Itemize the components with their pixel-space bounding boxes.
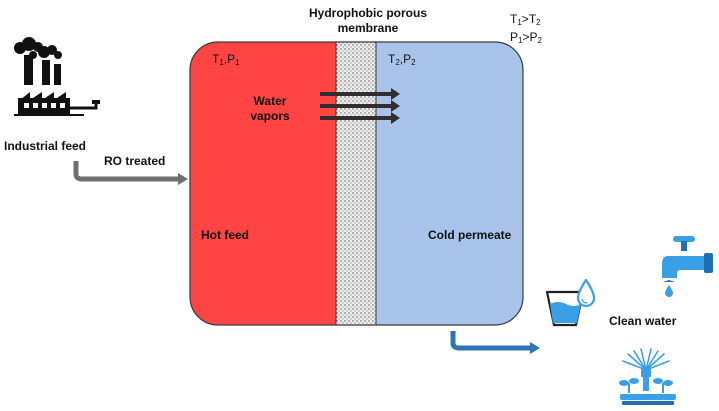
outlet-pipe-arrow (450, 331, 540, 354)
membrane-title-line2: membrane (337, 21, 399, 35)
feed-pipe-arrow (73, 161, 188, 185)
vapor-arrow-2 (320, 104, 392, 108)
vessel-outline (189, 41, 524, 326)
cold-permeate-region (376, 42, 523, 325)
water-vapors-line2: vapors (250, 109, 290, 123)
sprinkler-plants-icon (619, 348, 676, 405)
feed-side-conditions: T1,P1 (212, 52, 240, 67)
hot-feed-label: Hot feed (201, 228, 249, 242)
permeate-side-conditions: T2,P2 (388, 52, 416, 67)
cold-permeate-label: Cold permeate (428, 228, 512, 242)
pressure-relation: P1>P2 (510, 30, 542, 45)
vapor-arrow-3-head (391, 112, 400, 124)
water-vapors-label: Water vapors (240, 94, 300, 124)
membrane-region (336, 42, 376, 325)
condition-relations: T1>T2 P1>P2 (510, 12, 542, 45)
factory-icon (14, 37, 100, 116)
vapor-arrow-1-head (391, 88, 400, 100)
water-glass-icon (545, 278, 596, 327)
membrane-title-line1: Hydrophobic porous (309, 6, 427, 20)
vapor-arrow-3 (320, 116, 392, 120)
vessel (190, 42, 523, 325)
water-tap-icon (662, 236, 713, 297)
membrane-title: Hydrophobic porous membrane (308, 6, 428, 36)
hot-feed-region (190, 42, 336, 325)
vapor-arrow-2-head (391, 100, 400, 112)
industrial-feed-label: Industrial feed (4, 139, 87, 153)
water-vapor-arrows (320, 88, 400, 124)
water-vapors-line1: Water (253, 94, 287, 108)
vapor-arrow-1 (320, 92, 392, 96)
ro-treated-label: RO treated (104, 154, 166, 168)
temperature-relation: T1>T2 (510, 12, 541, 27)
clean-water-label: Clean water (609, 314, 677, 328)
